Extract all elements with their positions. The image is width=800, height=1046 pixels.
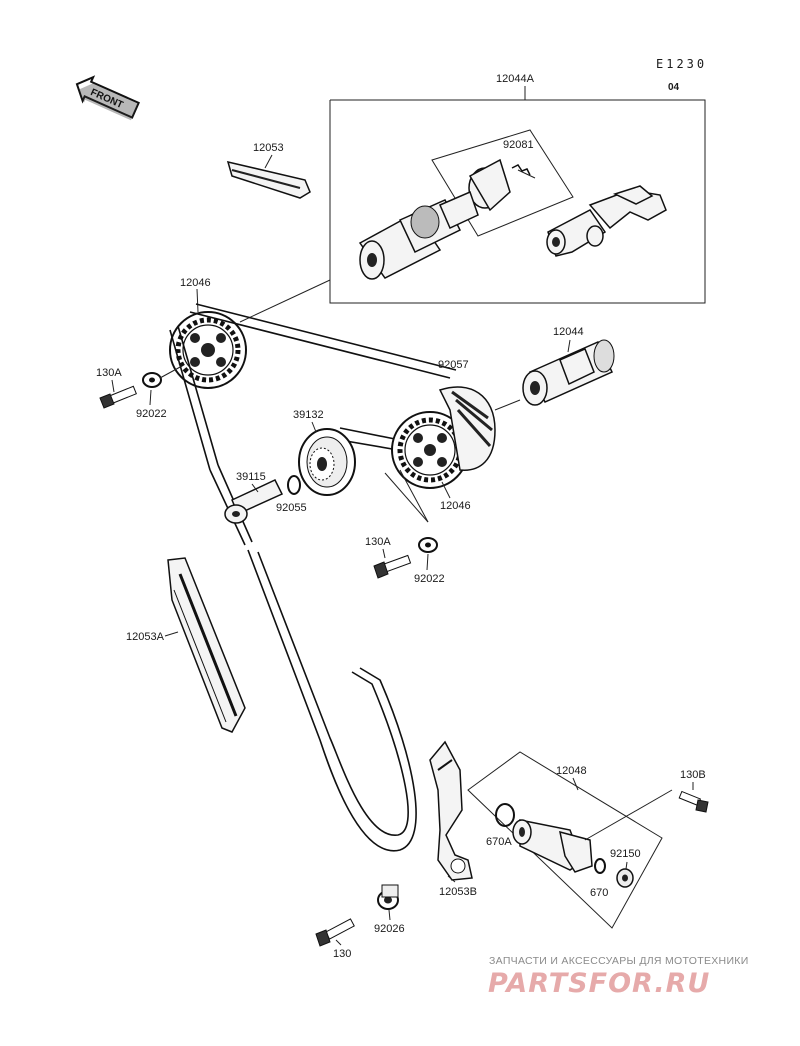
label-12053B: 12053B bbox=[439, 886, 477, 898]
oring-670 bbox=[594, 858, 606, 874]
oring-92055 bbox=[287, 475, 301, 495]
label-12044: 12044 bbox=[553, 326, 584, 338]
label-670: 670 bbox=[590, 887, 608, 899]
washer-92022-lower bbox=[418, 537, 438, 553]
label-92081: 92081 bbox=[503, 139, 534, 151]
label-39132: 39132 bbox=[293, 409, 324, 421]
front-arrow-icon: FRONT bbox=[75, 75, 140, 121]
chain-link-92057 bbox=[438, 386, 496, 471]
label-670A: 670A bbox=[486, 836, 512, 848]
guide-12053 bbox=[226, 160, 311, 199]
collar-92026 bbox=[377, 884, 399, 910]
label-12053: 12053 bbox=[253, 142, 284, 154]
watermark-caption: ЗАПЧАСТИ И АКСЕССУАРЫ ДЛЯ МОТОТЕХНИКИ bbox=[489, 955, 749, 967]
label-39115: 39115 bbox=[236, 471, 266, 483]
cam-chain bbox=[169, 303, 457, 852]
tensioner-12048 bbox=[512, 819, 593, 873]
bolt-130B bbox=[678, 790, 709, 813]
plug-92150 bbox=[616, 868, 634, 888]
label-92150: 92150 bbox=[610, 848, 641, 860]
guide-12053A bbox=[167, 557, 246, 733]
assembly-box-12048 bbox=[467, 751, 663, 929]
label-92057: 92057 bbox=[438, 359, 469, 371]
guide-12053B bbox=[429, 740, 473, 881]
sprocket-12046-upper bbox=[169, 311, 247, 389]
label-12046-lower: 12046 bbox=[440, 500, 471, 512]
label-12053A: 12053A bbox=[126, 631, 165, 643]
label-12044A: 12044A bbox=[496, 73, 535, 85]
assembly-box-12044A bbox=[329, 86, 706, 304]
washer-92022-upper bbox=[142, 372, 162, 388]
cam-plate bbox=[468, 158, 536, 212]
diagram-sub: 04 bbox=[668, 82, 680, 93]
idler-39132 bbox=[298, 428, 356, 496]
bolt-130A-lower bbox=[373, 554, 412, 579]
label-130A-lower: 130A bbox=[365, 536, 391, 548]
diagram-ref: E1230 bbox=[656, 57, 707, 71]
label-12048: 12048 bbox=[556, 765, 587, 777]
camshaft-12044A bbox=[358, 190, 479, 280]
label-130A-upper: 130A bbox=[96, 367, 122, 379]
label-92055: 92055 bbox=[276, 502, 307, 514]
shaft-39115 bbox=[224, 479, 284, 524]
camshaft-12044 bbox=[522, 339, 615, 406]
label-92022-lower: 92022 bbox=[414, 573, 445, 585]
label-130: 130 bbox=[333, 948, 351, 960]
label-130B: 130B bbox=[680, 769, 706, 781]
bolt-130A-upper bbox=[99, 385, 137, 409]
label-92022-upper: 92022 bbox=[136, 408, 167, 420]
bolt-130 bbox=[315, 918, 355, 947]
label-92026: 92026 bbox=[374, 923, 405, 935]
watermark-brand: PARTSFOR.RU bbox=[488, 968, 710, 999]
label-12046-upper: 12046 bbox=[180, 277, 211, 289]
rocker-arm bbox=[546, 185, 667, 257]
oring-670A bbox=[495, 803, 515, 827]
